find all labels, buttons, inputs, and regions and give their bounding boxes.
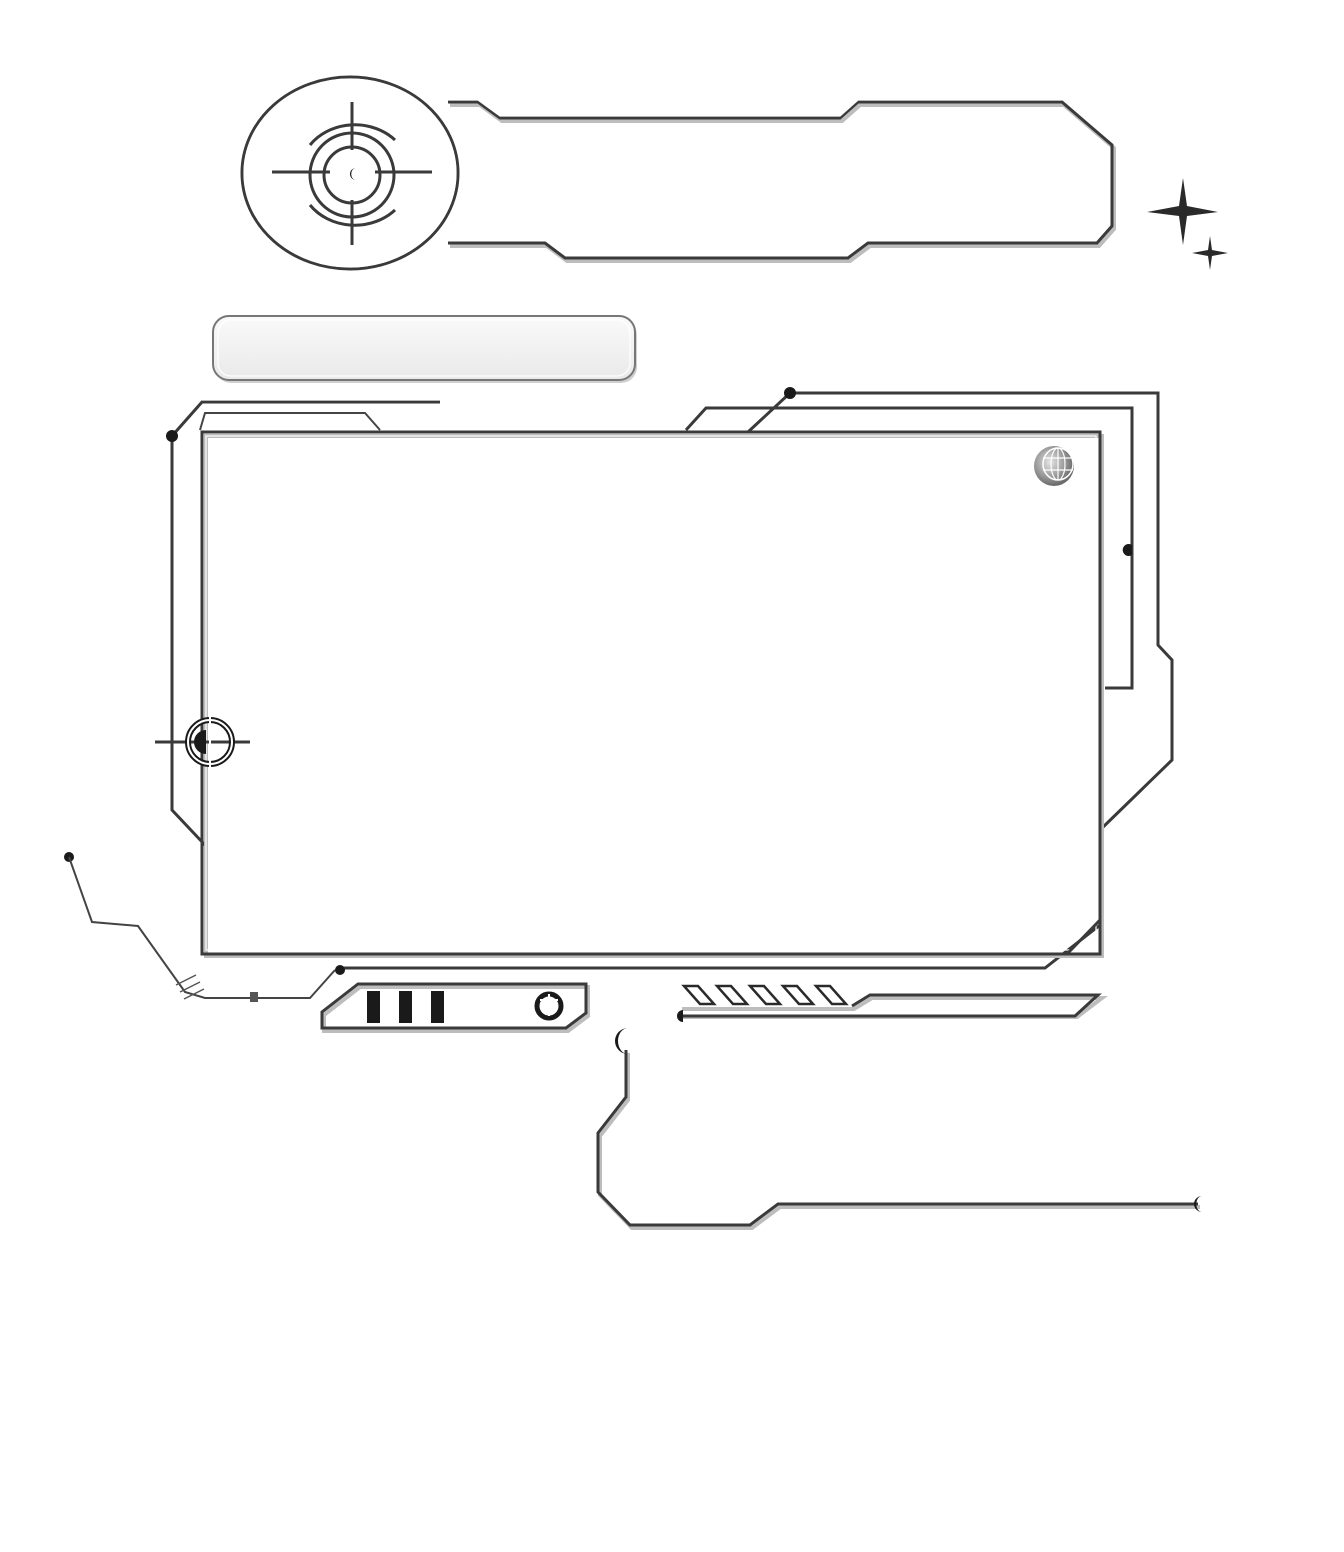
crosshair-small-icon [155,700,250,790]
main-content-frame [200,430,1104,958]
level-bar [399,991,412,1023]
title-input-bar[interactable] [212,315,637,383]
chevron-mark [813,984,849,1006]
chevron-mark [780,984,816,1006]
chevron-progress-panel [677,984,1108,1022]
header-panel [448,99,1116,263]
level-bars [367,991,444,1023]
level-bar [367,991,380,1023]
globe-icon [1034,446,1074,486]
level-indicator-panel [320,982,590,1033]
crosshair-target-icon [240,75,460,271]
chevron-group [681,984,849,1006]
chevron-mark [681,984,717,1006]
main-frame-outer-left [166,399,440,847]
circuit-trace [596,1028,1202,1230]
refresh-cycle-icon[interactable] [534,991,564,1021]
antenna-connector [64,852,345,1002]
chevron-mark [747,984,783,1006]
level-bar [431,991,444,1023]
chevron-mark [714,984,750,1006]
sparkle-star-icon [1147,178,1228,270]
